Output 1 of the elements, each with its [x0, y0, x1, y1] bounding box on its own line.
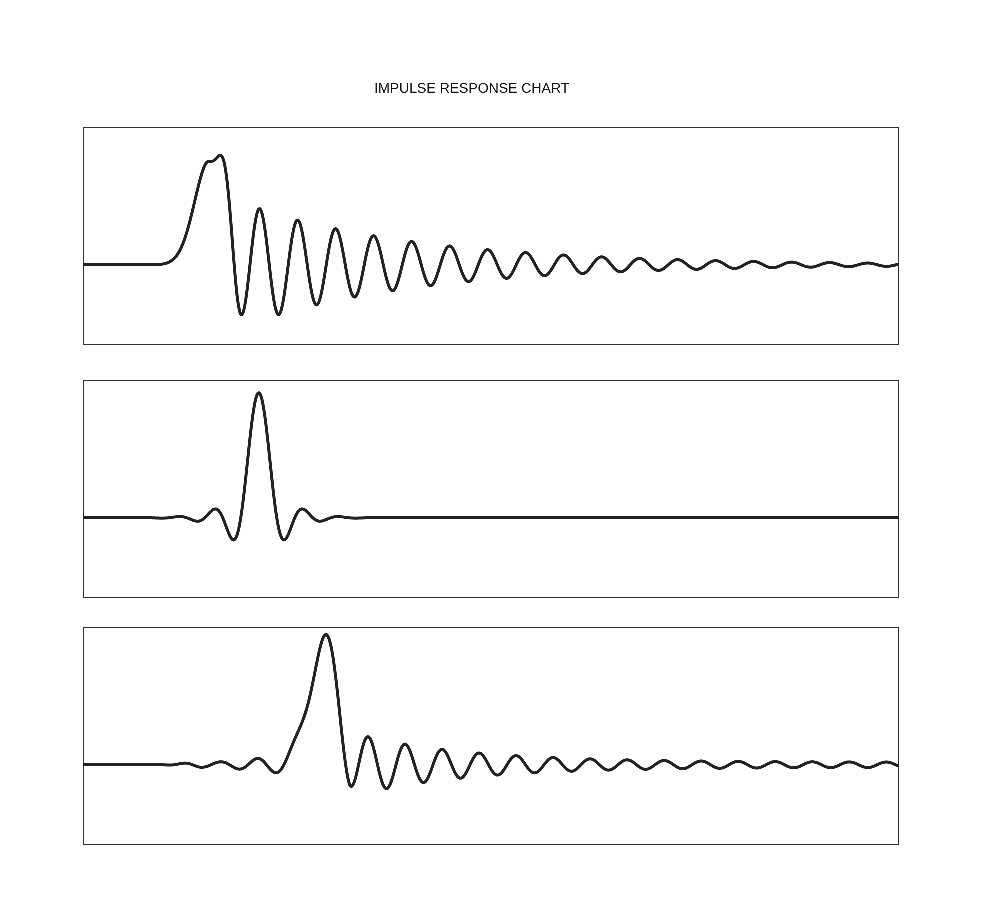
chart-title: IMPULSE RESPONSE CHART [374, 80, 570, 96]
